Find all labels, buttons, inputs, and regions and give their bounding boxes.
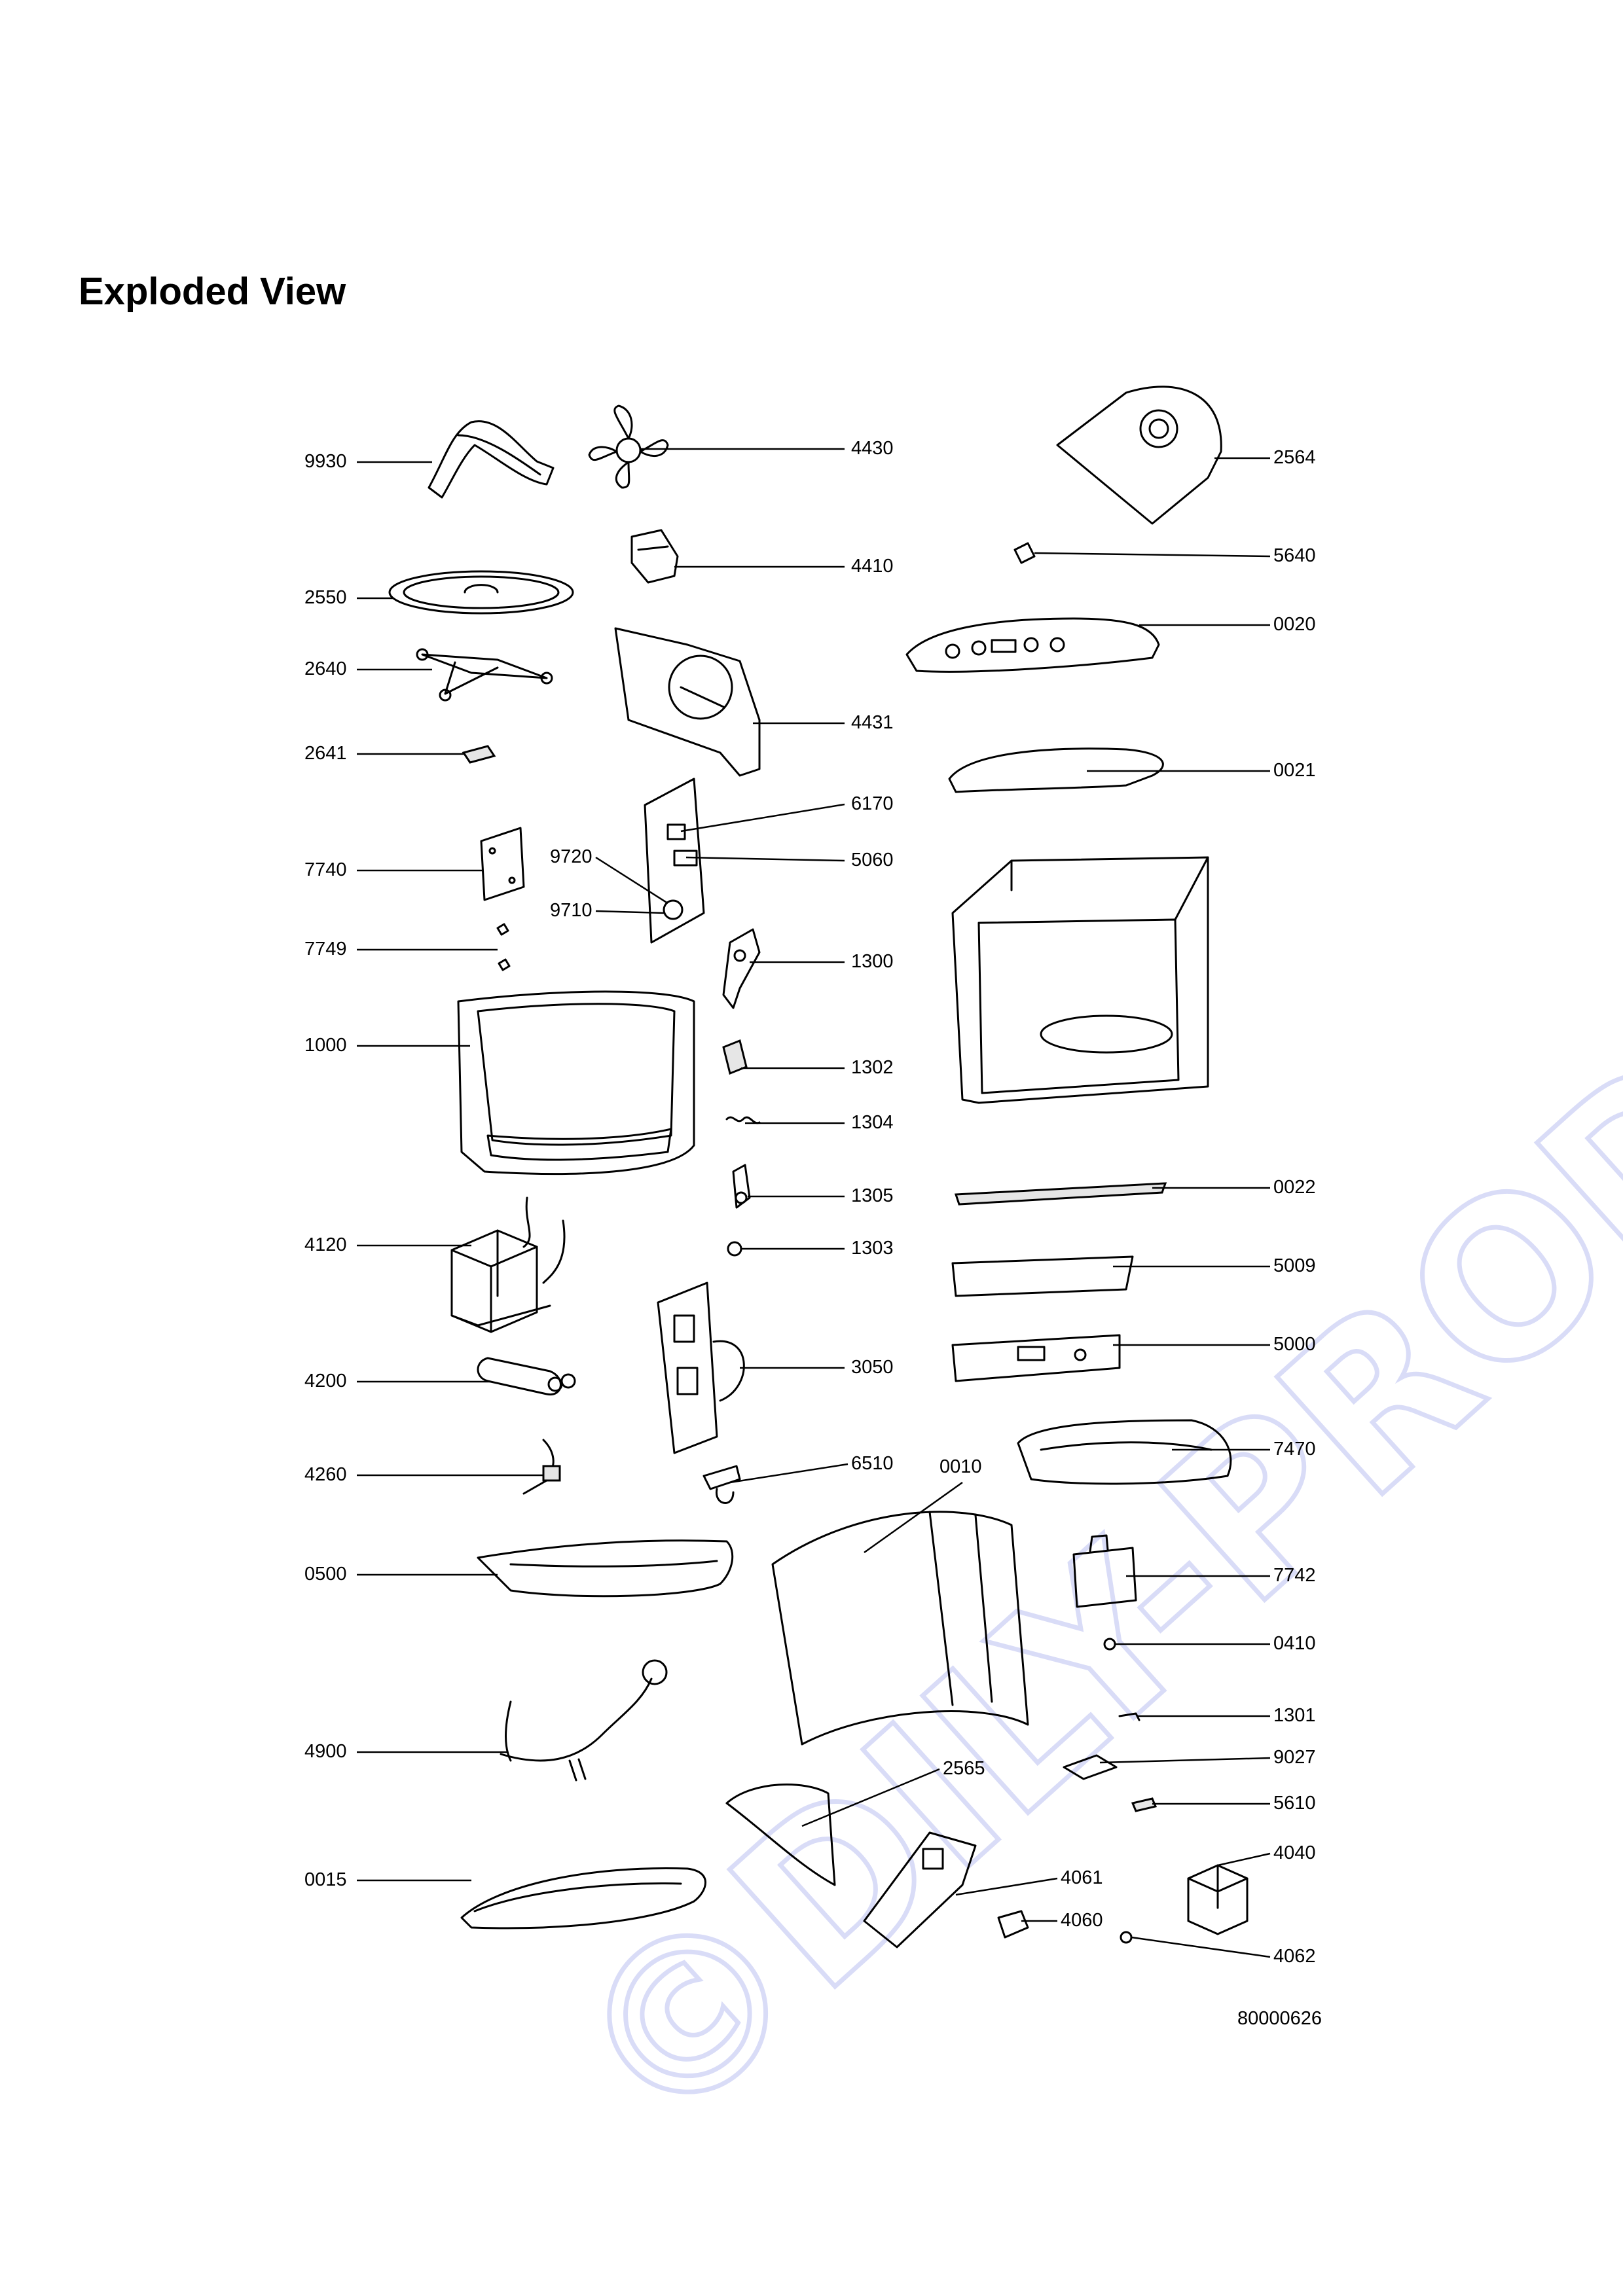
- label-1000: 1000: [304, 1035, 347, 1056]
- part-1301-spring: [1118, 1712, 1140, 1721]
- label-2564: 2564: [1273, 447, 1316, 468]
- part-0020-control-panel: [905, 617, 1160, 673]
- part-0015-base: [460, 1867, 706, 1929]
- label-4120: 4120: [304, 1234, 347, 1255]
- label-0021: 0021: [1273, 760, 1316, 781]
- label-9027: 9027: [1273, 1747, 1316, 1768]
- label-7470: 7470: [1273, 1439, 1316, 1460]
- label-7742: 7742: [1273, 1565, 1316, 1586]
- label-4062: 4062: [1273, 1946, 1316, 1967]
- label-6510: 6510: [851, 1453, 894, 1474]
- label-2550: 2550: [304, 587, 347, 608]
- label-4040: 4040: [1273, 1842, 1316, 1863]
- part-0010-outer-cover: [771, 1511, 1029, 1746]
- part-4260-diode: [522, 1439, 561, 1495]
- part-2565-cover: [725, 1783, 836, 1886]
- label-9930: 9930: [304, 451, 347, 472]
- part-4120-transformer: [450, 1196, 566, 1333]
- part-1000-door: [457, 990, 695, 1175]
- label-5000: 5000: [1273, 1334, 1316, 1355]
- part-7742-plate: [1072, 1534, 1137, 1608]
- label-4431: 4431: [851, 712, 894, 733]
- part-6510-lamp: [702, 1465, 741, 1504]
- part-2550-turntable: [388, 570, 574, 615]
- label-7749: 7749: [304, 939, 347, 960]
- label-4900: 4900: [304, 1741, 347, 1762]
- label-2640: 2640: [304, 658, 347, 679]
- part-5000-control-board: [951, 1334, 1121, 1382]
- label-4430: 4430: [851, 438, 894, 459]
- part-1302-switch-holder: [722, 1039, 748, 1075]
- part-4410-motor: [630, 529, 679, 584]
- label-0015: 0015: [304, 1869, 347, 1890]
- part-4062-screw: [1120, 1931, 1133, 1944]
- part-1300-latch: [722, 928, 761, 1009]
- drawing-number: 80000626: [1237, 2008, 1322, 2029]
- part-7749-screws: [496, 923, 511, 971]
- part-0021-trim: [948, 747, 1164, 793]
- label-0020: 0020: [1273, 614, 1316, 635]
- page-title: Exploded View: [79, 270, 346, 313]
- label-6170: 6170: [851, 793, 894, 814]
- label-2565: 2565: [943, 1758, 985, 1779]
- part-labels: 9930 4430 2564 4410 5640 2550 0020 2640 …: [304, 438, 1322, 2029]
- part-3050-bracket: [657, 1282, 745, 1454]
- part-5610-clip: [1131, 1797, 1158, 1812]
- part-1305-lever: [732, 1164, 751, 1209]
- part-7470-front-frame: [1017, 1419, 1232, 1485]
- part-0500-tray: [477, 1539, 734, 1598]
- label-1304: 1304: [851, 1112, 894, 1133]
- label-4260: 4260: [304, 1464, 347, 1485]
- part-4061-assembly: [863, 1831, 977, 1948]
- label-0022: 0022: [1273, 1177, 1316, 1198]
- label-4200: 4200: [304, 1371, 347, 1391]
- part-2640-roller-ring: [416, 648, 553, 702]
- part-5640-clip: [1013, 542, 1036, 564]
- label-5009: 5009: [1273, 1255, 1316, 1276]
- label-3050: 3050: [851, 1357, 894, 1378]
- part-4900-power-cord: [500, 1659, 668, 1782]
- label-5610: 5610: [1273, 1793, 1316, 1814]
- label-7740: 7740: [304, 859, 347, 880]
- part-4060-motor: [997, 1910, 1029, 1939]
- part-9930-drawing: [428, 420, 555, 499]
- label-0500: 0500: [304, 1564, 347, 1585]
- label-9710: 9710: [550, 900, 593, 921]
- part-5060-board: [644, 778, 705, 944]
- label-1303: 1303: [851, 1238, 894, 1259]
- part-4431-fan-housing: [614, 627, 761, 777]
- part-5009-panel: [951, 1255, 1134, 1297]
- label-0410: 0410: [1273, 1633, 1316, 1654]
- part-2641-coupler: [462, 745, 496, 764]
- label-4061: 4061: [1061, 1867, 1103, 1888]
- label-9720: 9720: [550, 846, 593, 867]
- label-4060: 4060: [1061, 1910, 1103, 1931]
- part-0022-strip: [954, 1182, 1167, 1206]
- label-2641: 2641: [304, 743, 347, 764]
- label-1300: 1300: [851, 951, 894, 972]
- part-4200-capacitor: [477, 1357, 576, 1396]
- label-4410: 4410: [851, 556, 894, 577]
- label-0010: 0010: [939, 1456, 982, 1477]
- part-1303-nut: [727, 1241, 742, 1257]
- part-7740-plate: [480, 827, 525, 901]
- label-1301: 1301: [1273, 1705, 1316, 1726]
- label-5640: 5640: [1273, 545, 1316, 566]
- label-1302: 1302: [851, 1057, 894, 1078]
- part-2564-cover-plate: [1056, 386, 1222, 525]
- part-1304-spring: [725, 1116, 761, 1124]
- part-4430-fan: [588, 404, 669, 489]
- label-5060: 5060: [851, 850, 894, 870]
- label-1305: 1305: [851, 1185, 894, 1206]
- part-4040-transformer: [1187, 1864, 1249, 1935]
- part-cavity: [951, 856, 1209, 1104]
- part-9027-bracket: [1063, 1754, 1118, 1780]
